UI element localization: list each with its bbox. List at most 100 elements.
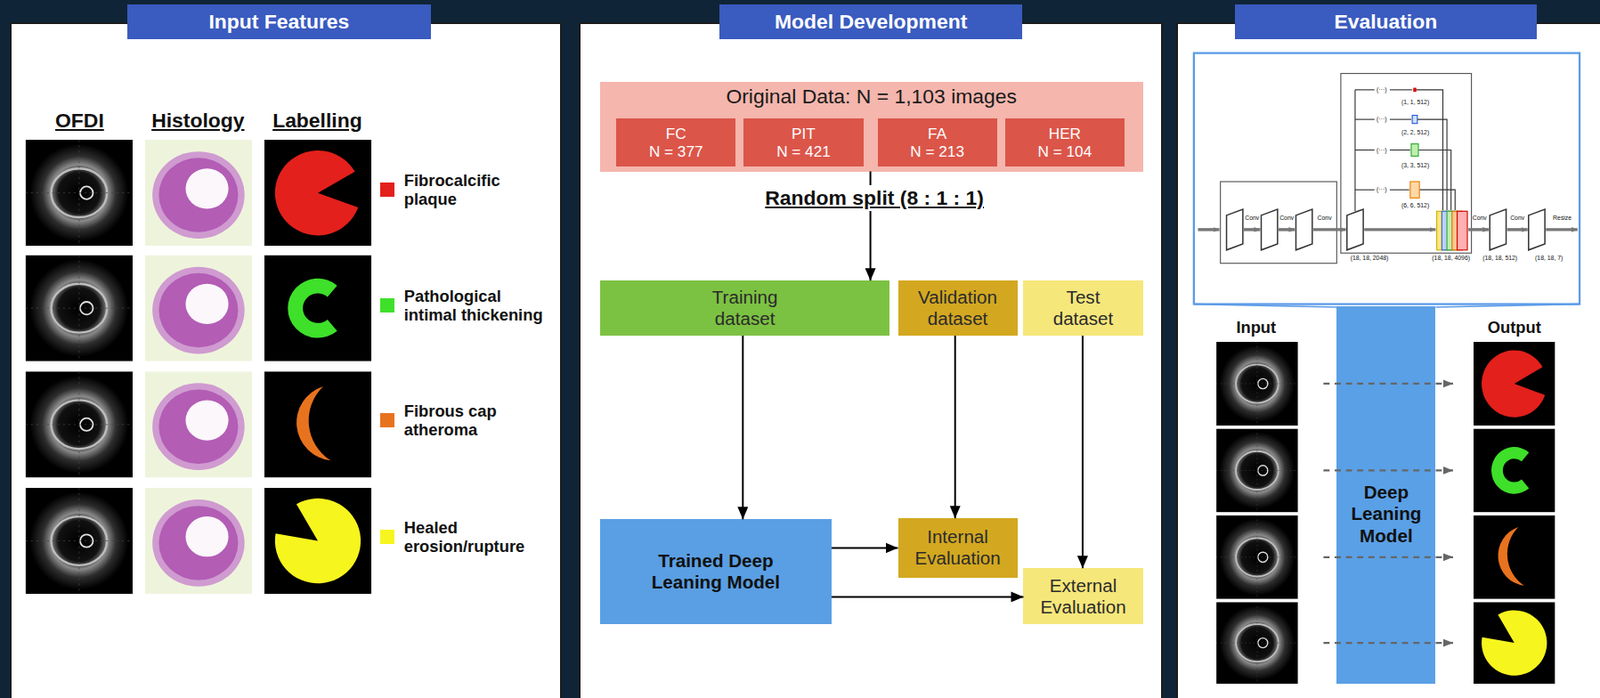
network-architecture (1354, 89, 1356, 212)
dataset-box: Original Data: N = 1,103 imagesFCN = 377… (600, 81, 1144, 172)
input-images (1216, 341, 1299, 426)
output-images (1473, 341, 1556, 684)
box-text: Validation dataset (911, 286, 1005, 331)
network-architecture (1413, 88, 1416, 93)
layer-label: (6, 6, 512) (1401, 202, 1430, 210)
label-holder: Conv (1317, 214, 1332, 222)
network-architecture (1347, 209, 1364, 251)
network-architecture (1410, 181, 1420, 198)
arrow-connector (831, 546, 899, 549)
layer-label: (1, 1, 512) (1401, 98, 1430, 106)
label-holder: (18, 18, 4096) (1431, 254, 1471, 262)
evaluation-box: Internal Evaluation (898, 518, 1018, 577)
section-panel: EvaluationDeep Leaning Model (1176, 22, 1600, 698)
network-architecture (1355, 89, 1455, 212)
box-text: FC (665, 124, 687, 143)
box-text: Original Data: N = 1,103 images (725, 84, 1017, 109)
label-holder: (···) (1376, 146, 1387, 155)
legend-row: Fibrous cap atheroma (380, 401, 548, 439)
ofdi-images (25, 371, 133, 478)
panel-tab: Evaluation (1234, 4, 1537, 40)
legend-row: Pathological intimal thickening (380, 286, 548, 325)
legend-swatch (380, 529, 395, 545)
output-images (1473, 601, 1556, 684)
layer-label: Conv (1279, 214, 1294, 222)
network-architecture (1278, 227, 1295, 231)
network-architecture (1457, 211, 1468, 251)
label-holder: Output (1487, 318, 1542, 337)
box-text: External Evaluation (1037, 575, 1130, 619)
ofdi-images (25, 255, 133, 362)
label-holder: Conv (1244, 214, 1259, 222)
split-box: Validation dataset (898, 280, 1018, 336)
label-holder: (6, 6, 512) (1401, 202, 1430, 210)
column-label: Input (1235, 318, 1276, 337)
dashed-arrows (1323, 469, 1454, 472)
output-images (1473, 341, 1556, 426)
histology-images (145, 255, 252, 362)
box-text: Training dataset (698, 286, 792, 331)
network-architecture (1340, 73, 1472, 254)
histology-images (145, 371, 252, 478)
layer-label: (18, 18, 7) (1535, 254, 1563, 262)
panel-title: Input Features (209, 9, 350, 34)
label-masks (264, 139, 372, 246)
network-architecture (1411, 144, 1419, 157)
box-text: N = 104 (1038, 142, 1093, 161)
label-masks (264, 255, 372, 362)
layer-label: (18, 18, 2048) (1350, 254, 1389, 262)
network-architecture (1389, 189, 1410, 191)
dashed-arrows (1323, 382, 1454, 385)
network-architecture (1226, 209, 1243, 251)
label-holder: Histology (151, 109, 244, 132)
histology-images (145, 139, 252, 246)
label-holder: Conv (1472, 214, 1487, 222)
legend-swatch (380, 182, 395, 197)
network-architecture (1243, 227, 1260, 231)
box-text: PIT (791, 124, 816, 143)
panel-tab: Model Development (719, 4, 1023, 40)
histology-images (145, 139, 252, 594)
layer-label: (···) (1376, 115, 1387, 123)
legend-text: Healed erosion/rupture (404, 518, 549, 556)
label-holder: Resize (1552, 214, 1572, 222)
network-architecture (1468, 227, 1489, 231)
network-architecture (1197, 227, 1219, 231)
legend-swatch (380, 413, 395, 428)
layer-label: (···) (1376, 186, 1387, 194)
network-architecture (1355, 89, 1375, 90)
box-text: Internal Evaluation (911, 526, 1005, 570)
label-holder: (···) (1376, 186, 1387, 194)
label-masks (264, 371, 372, 478)
layer-label: Conv (1472, 214, 1487, 222)
legend-row: Healed erosion/rupture (380, 518, 548, 556)
class-box: FAN = 213 (877, 118, 998, 167)
input-images (1216, 428, 1299, 512)
network-architecture (1452, 211, 1462, 251)
network-architecture (1437, 211, 1447, 251)
label-holder: Labelling (272, 109, 363, 132)
split-box: Test dataset (1023, 280, 1143, 336)
label-holder: (18, 18, 512) (1482, 254, 1518, 262)
network-architecture (1355, 149, 1375, 151)
layer-label: (18, 18, 4096) (1431, 254, 1471, 262)
network-architecture (1446, 211, 1457, 251)
model-band: Deep Leaning Model (1336, 306, 1436, 684)
label-holder: Input (1235, 318, 1276, 337)
legend-swatch (380, 298, 395, 313)
label-holder: Conv (1510, 214, 1525, 222)
legend-text: Fibrous cap atheroma (404, 401, 549, 439)
network-architecture (1194, 304, 1337, 308)
column-label: Labelling (272, 109, 363, 132)
label-holder: (18, 18, 7) (1535, 254, 1563, 262)
network-architecture (1295, 209, 1312, 251)
legend-row: Fibrocalcific plaque (380, 170, 548, 209)
label-holder: (2, 2, 512) (1401, 129, 1430, 137)
panel-title: Evaluation (1333, 9, 1438, 34)
layer-label: Conv (1244, 214, 1259, 222)
network-architecture (1441, 211, 1452, 251)
network-architecture (1545, 227, 1578, 231)
ofdi-images (25, 139, 133, 246)
layer-label: Conv (1317, 214, 1332, 222)
